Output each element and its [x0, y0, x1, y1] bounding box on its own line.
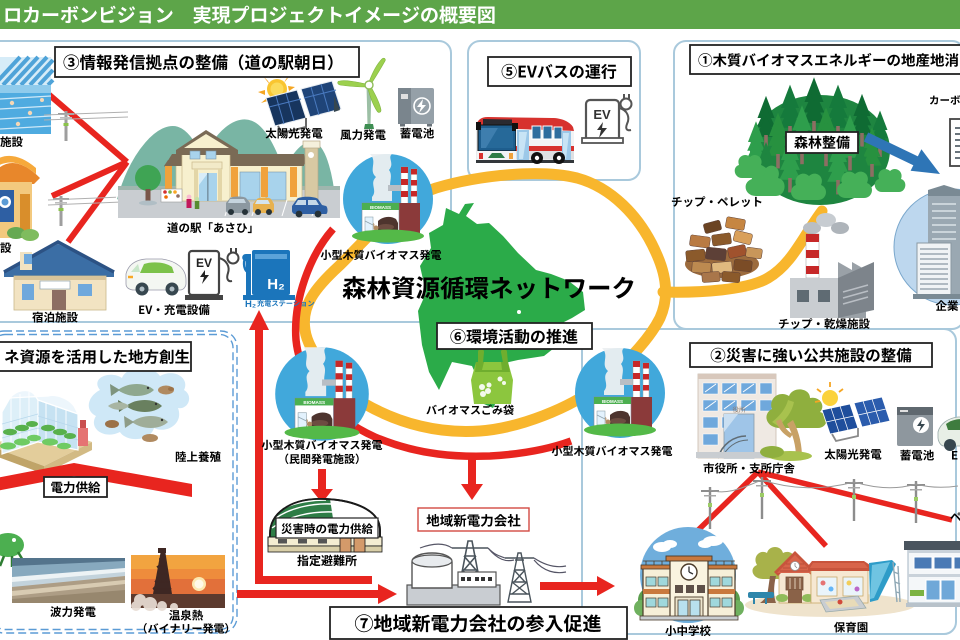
svg-text:EV: EV: [593, 107, 611, 122]
svg-text:H₂: H₂: [267, 276, 285, 293]
svg-text:H₂: H₂: [245, 299, 256, 310]
svg-text:EV: EV: [196, 256, 212, 270]
